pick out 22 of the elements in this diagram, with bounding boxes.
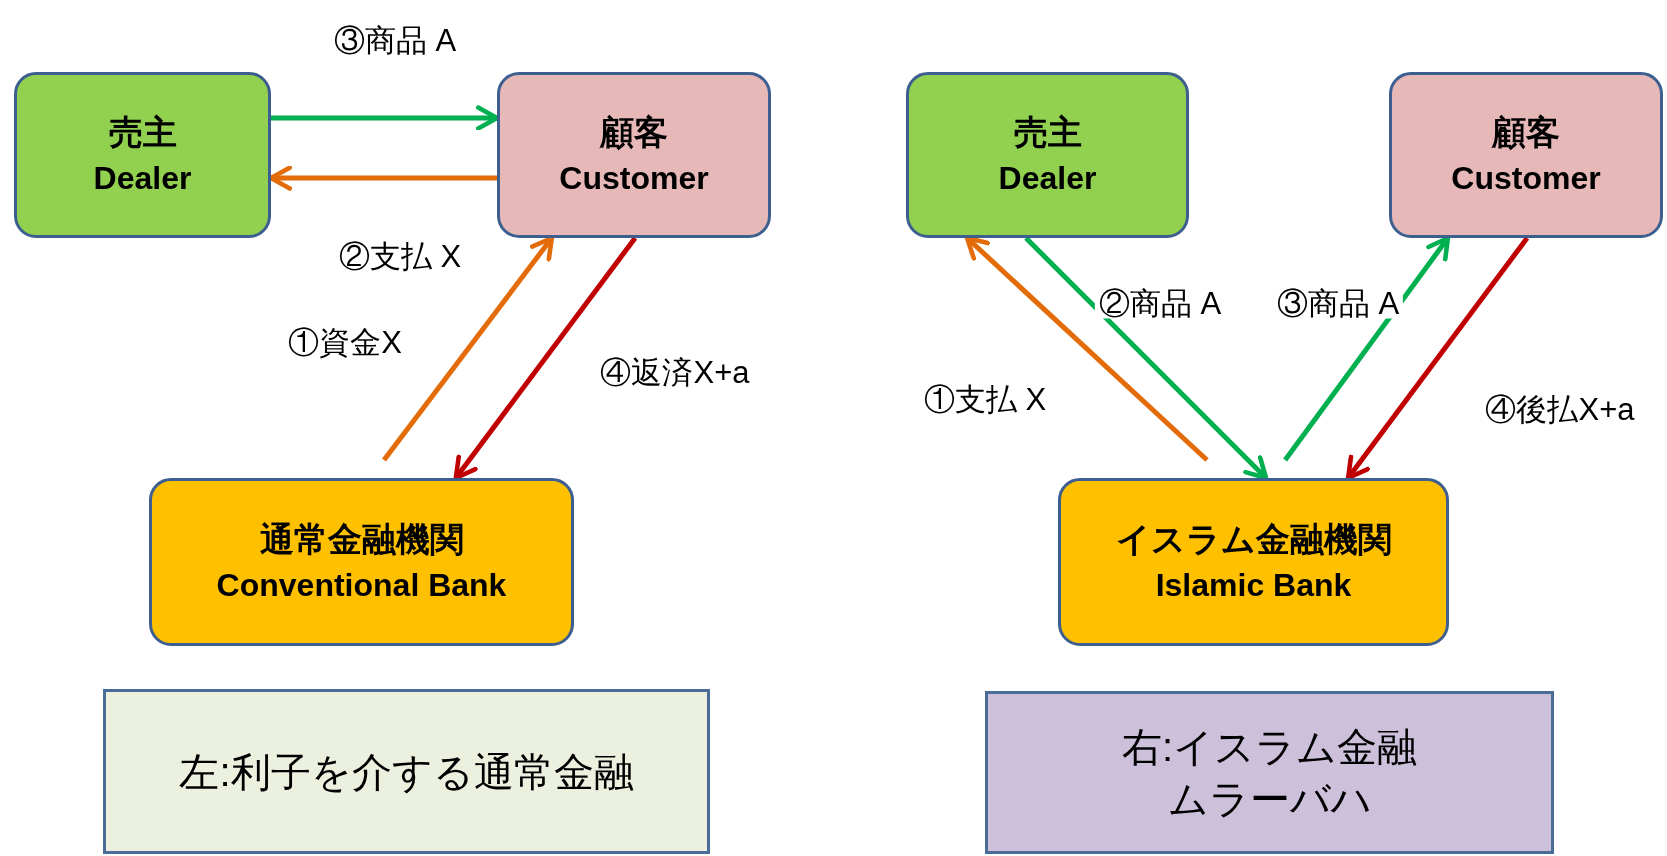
node-title: 通常金融機関 (259, 518, 464, 560)
node-title: イスラム金融機関 (1115, 518, 1392, 560)
caption-text: 左:利子を介する通常金融 (179, 748, 634, 796)
node-title: 売主 (1013, 111, 1082, 153)
node-title: 顧客 (1492, 111, 1560, 153)
node-title: 顧客 (600, 111, 668, 153)
caption-text: 右:イスラム金融ムラーバハ (1120, 723, 1419, 823)
node-subtitle: Customer (1450, 159, 1602, 199)
customer-box (497, 72, 771, 238)
node-subtitle: Customer (558, 159, 710, 199)
dealer-box (14, 72, 271, 238)
dealer-box (906, 72, 1189, 238)
node-subtitle: Dealer (997, 159, 1098, 199)
bank-box (149, 478, 574, 646)
customer-box (1389, 72, 1663, 238)
node-subtitle: Conventional Bank (215, 566, 508, 606)
bank-box (1058, 478, 1449, 646)
node-subtitle: Islamic Bank (1154, 566, 1353, 606)
node-subtitle: Dealer (92, 159, 193, 199)
node-title: 売主 (108, 111, 177, 153)
caption-box (985, 691, 1554, 854)
caption-box (103, 689, 710, 854)
